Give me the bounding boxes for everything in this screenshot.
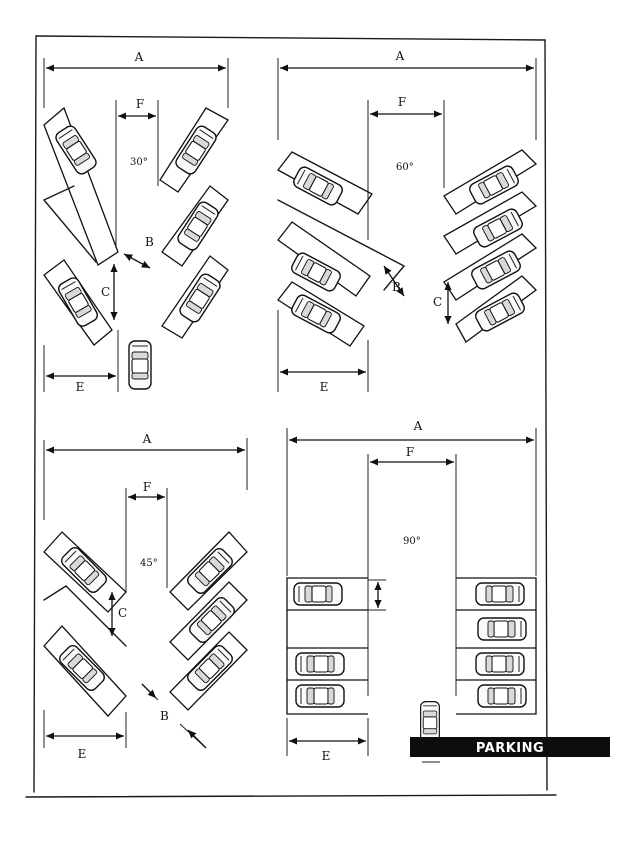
dimension-e-90: E bbox=[286, 718, 369, 763]
dimension-e-30: E bbox=[43, 330, 119, 394]
car-icon bbox=[472, 290, 528, 334]
dimension-a-45: A bbox=[43, 432, 248, 520]
right-stalls-45 bbox=[169, 531, 248, 711]
dimension-f-45: F bbox=[125, 480, 168, 592]
car-icon bbox=[293, 582, 343, 606]
right-stalls-90 bbox=[456, 577, 537, 715]
left-stalls-90 bbox=[286, 577, 368, 715]
dimension-a-90: A bbox=[286, 419, 537, 576]
parking-badge: PARKING bbox=[410, 737, 610, 757]
car-icon bbox=[295, 684, 345, 708]
dimension-label: E bbox=[78, 747, 87, 761]
car-icon bbox=[288, 250, 344, 294]
dimension-label: B bbox=[392, 280, 401, 294]
dimension-e-45: E bbox=[43, 710, 127, 761]
quadrant-90-degree: A F 90° bbox=[286, 419, 537, 763]
dimension-label: A bbox=[134, 50, 144, 64]
dimension-f-60: F bbox=[367, 95, 445, 240]
dimension-label: E bbox=[322, 749, 331, 763]
angle-label: 60° bbox=[396, 162, 414, 173]
dimension-c-30: C bbox=[101, 264, 118, 320]
car-icon bbox=[477, 684, 527, 708]
dimension-label: B bbox=[160, 709, 169, 723]
dimension-b-60: B bbox=[383, 265, 405, 297]
car-icon bbox=[295, 652, 345, 676]
dimension-label: C bbox=[118, 606, 127, 620]
dimension-label: B bbox=[145, 235, 154, 249]
parking-badge-text: PARKING bbox=[476, 741, 544, 756]
left-stalls-60 bbox=[277, 151, 405, 347]
dimension-label: E bbox=[320, 380, 329, 394]
car-icon bbox=[288, 292, 344, 336]
dimension-label: A bbox=[395, 49, 405, 63]
sheet-frame bbox=[25, 35, 557, 798]
car-icon bbox=[477, 617, 527, 641]
dimension-e-60: E bbox=[277, 310, 369, 394]
dimension-f-30: F bbox=[115, 97, 159, 248]
car-icon bbox=[420, 701, 440, 743]
dimension-label: F bbox=[143, 480, 151, 494]
car-icon bbox=[175, 199, 221, 253]
quadrant-60-degree: A F 60° bbox=[277, 49, 538, 394]
dimension-c-45: C bbox=[108, 592, 127, 636]
angle-label: 30° bbox=[130, 157, 148, 168]
left-stalls-30 bbox=[43, 106, 119, 346]
dimension-a-30: A bbox=[43, 50, 229, 108]
car-icon bbox=[177, 271, 223, 325]
car-icon bbox=[470, 206, 526, 250]
car-icon bbox=[475, 652, 525, 676]
dimension-c-90 bbox=[368, 579, 386, 611]
angle-label: 90° bbox=[403, 536, 421, 547]
car-icon bbox=[475, 582, 525, 606]
dimension-b-45: B bbox=[141, 683, 207, 749]
car-icon bbox=[173, 123, 219, 177]
car-icon bbox=[128, 340, 152, 390]
dimension-label: E bbox=[76, 380, 85, 394]
right-stalls-30 bbox=[159, 107, 229, 339]
right-stalls-60 bbox=[443, 149, 538, 343]
dimension-label: C bbox=[101, 285, 110, 299]
car-icon bbox=[466, 163, 522, 207]
car-icon bbox=[468, 248, 524, 292]
dimension-label: A bbox=[413, 419, 423, 433]
quadrant-45-degree: A F 45° C bbox=[43, 432, 248, 761]
dimension-label: F bbox=[398, 95, 406, 109]
quadrant-30-degree: A F 30° B bbox=[43, 50, 229, 394]
dimension-label: F bbox=[406, 445, 414, 459]
dimension-f-90: F bbox=[367, 445, 457, 696]
dimension-label: A bbox=[142, 432, 152, 446]
dimension-a-60: A bbox=[277, 49, 537, 140]
dimension-label: C bbox=[433, 295, 442, 309]
car-icon bbox=[290, 164, 346, 208]
dimension-b-30: B bbox=[123, 235, 154, 269]
dimension-label: F bbox=[136, 97, 144, 111]
left-stalls-45 bbox=[43, 531, 127, 717]
dimension-c-60: C bbox=[433, 282, 452, 324]
angle-label: 45° bbox=[140, 558, 158, 569]
